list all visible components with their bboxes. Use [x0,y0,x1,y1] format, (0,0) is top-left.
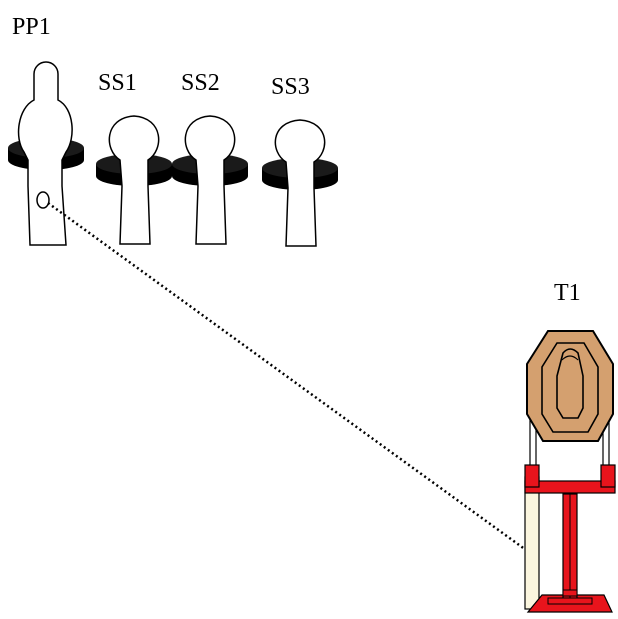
ss1-label: SS1 [98,70,137,96]
steel-plate-ss2: SS2 [172,70,248,245]
pp1-label: PP1 [12,14,51,40]
target-face [526,330,614,442]
popper-hit-circle [36,191,50,209]
steel-plate-on-stand-icon [96,115,172,245]
steel-plate-ss1: SS1 [96,70,172,245]
line-of-sight [47,201,527,552]
cardboard-target-on-stand-icon [524,330,616,613]
steel-plate-on-stand-icon [262,119,338,247]
steel-plate-on-stand-icon [172,115,248,245]
popper-pp1: PP1 [8,14,84,246]
pepper-popper-icon [8,61,84,246]
ss3-label: SS3 [271,74,310,100]
ss2-label: SS2 [181,70,220,96]
target-t1: T1 [524,280,616,613]
steel-plate-ss3: SS3 [262,74,338,247]
cream-post [524,476,540,610]
t1-label: T1 [554,280,581,306]
